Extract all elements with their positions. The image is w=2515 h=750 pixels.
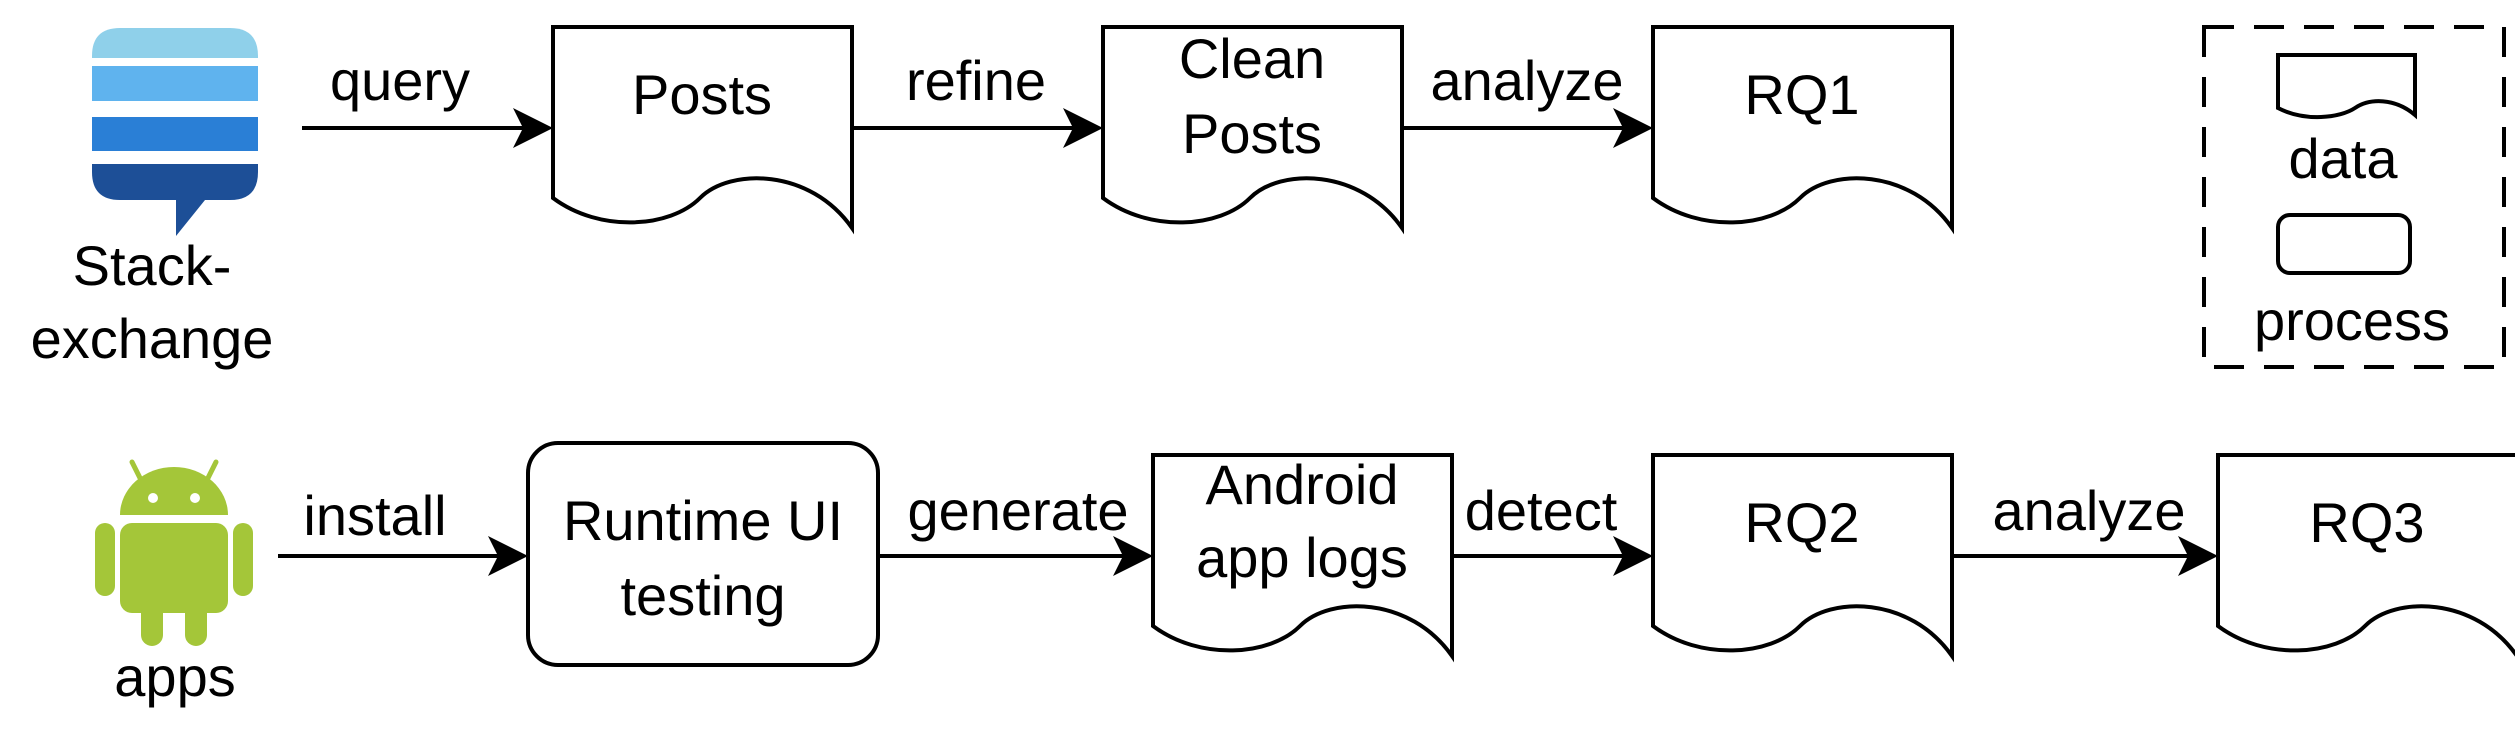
edge-refine-label: refine — [906, 49, 1046, 112]
arrowhead-analyze-top — [1613, 108, 1653, 148]
runtime-label-line2: testing — [621, 564, 786, 627]
posts-node — [551, 25, 854, 235]
legend-process-symbol — [2276, 213, 2412, 275]
legend-data-label: data — [2289, 127, 2399, 190]
legend-border — [2202, 25, 2506, 369]
posts-node-label: Posts — [632, 63, 772, 126]
rq1-node-label: RQ1 — [1744, 63, 1859, 126]
rq1-node — [1651, 25, 1954, 235]
arrowhead-analyze-bottom — [2178, 536, 2218, 576]
arrowhead-refine — [1063, 108, 1103, 148]
android-label: apps — [114, 645, 235, 708]
edge-analyze-top-label: analyze — [1430, 49, 1623, 112]
edge-analyze-bottom-label: analyze — [1992, 479, 2185, 542]
clean-posts-label-line1: Clean — [1179, 27, 1325, 90]
rq2-node — [1651, 453, 1954, 663]
stackexchange-label-line1: Stack- — [73, 234, 232, 297]
logs-label-line2: app logs — [1196, 526, 1408, 589]
clean-posts-label-line2: Posts — [1182, 102, 1322, 165]
legend-process-label: process — [2254, 289, 2450, 352]
edge-detect-label: detect — [1465, 479, 1618, 542]
rq3-node-label: RQ3 — [2309, 491, 2424, 554]
arrowhead-install — [488, 536, 528, 576]
android-icon — [95, 459, 253, 646]
clean-posts-node — [1101, 25, 1404, 235]
edge-query-label: query — [330, 49, 470, 112]
arrowhead-generate — [1113, 536, 1153, 576]
edge-install-label: install — [303, 484, 446, 547]
logs-label-line1: Android — [1205, 453, 1398, 516]
android-app-logs-node — [1151, 453, 1454, 663]
stackexchange-label-line2: exchange — [31, 307, 274, 370]
arrowhead-detect — [1613, 536, 1653, 576]
arrowhead-query — [513, 108, 553, 148]
rq2-node-label: RQ2 — [1744, 491, 1859, 554]
rq3-node — [2216, 453, 2515, 657]
runtime-label-line1: Runtime UI — [563, 489, 843, 552]
legend-data-symbol — [2276, 53, 2417, 120]
legend: data process — [2202, 25, 2506, 369]
edge-generate-label: generate — [907, 479, 1128, 542]
stackexchange-icon — [92, 28, 258, 236]
runtime-ui-testing-node — [526, 441, 880, 667]
